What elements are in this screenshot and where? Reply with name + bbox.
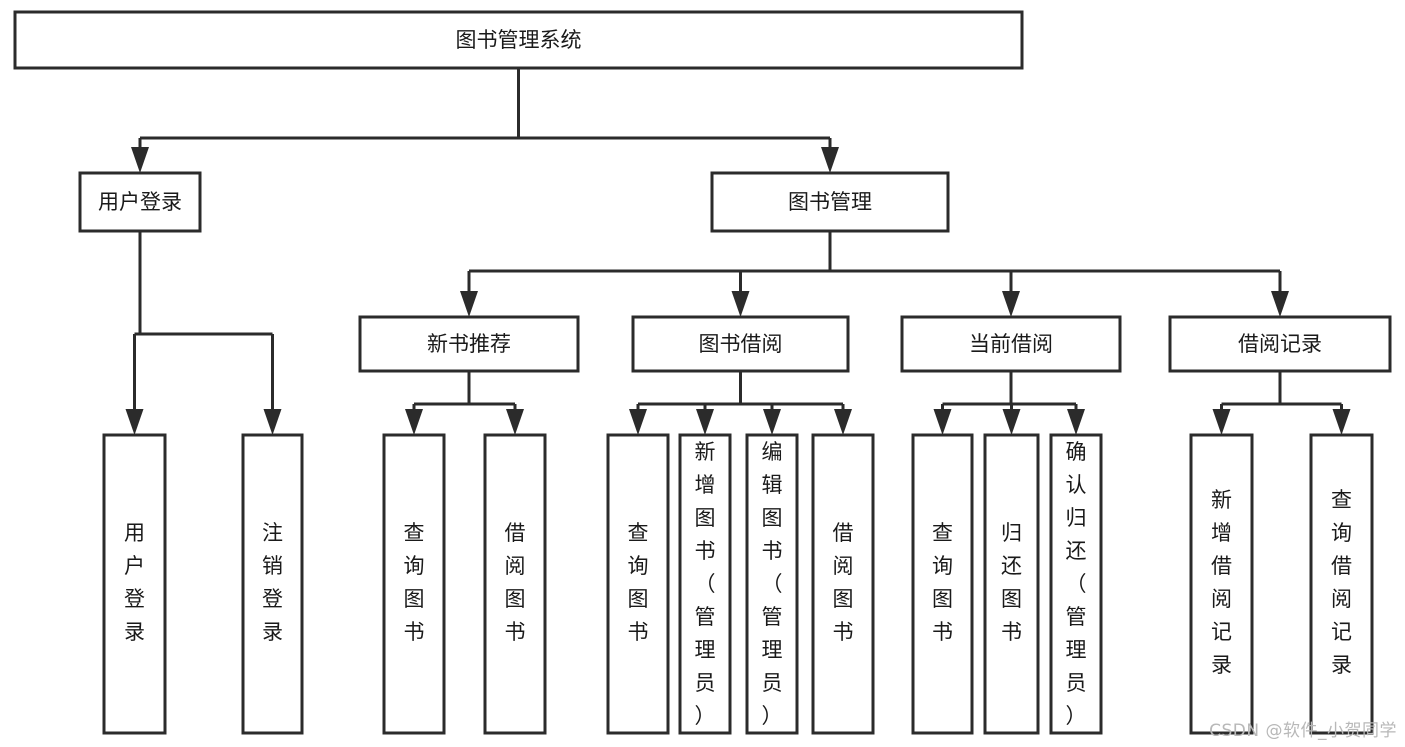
node-label: 确认归还（管理员） (1066, 440, 1087, 728)
arrow-head-icon (629, 409, 647, 435)
node-box (241, 433, 304, 735)
arrow-head-icon (1002, 409, 1021, 435)
node-leaf-query-record[interactable]: 查询借阅记录 (1309, 433, 1374, 735)
node-box (13, 10, 1024, 70)
node-book-borrow[interactable]: 图书借阅 (631, 315, 850, 373)
node-leaf-user-login[interactable]: 用户登录 (102, 433, 167, 735)
node-leaf-query-book-b[interactable]: 查询图书 (606, 433, 670, 735)
arrow-head-icon (460, 291, 478, 317)
node-label: 注销登录 (262, 521, 283, 644)
node-label: 新增图书（管理员） (695, 440, 716, 728)
arrow-head-icon (263, 409, 282, 435)
arrow-head-icon (1212, 409, 1231, 435)
node-box (811, 433, 875, 735)
node-box (483, 433, 547, 735)
node-label: 图书管理系统 (456, 28, 582, 52)
node-leaf-borrow-book-b[interactable]: 借阅图书 (811, 433, 875, 735)
node-label: 借阅记录 (1238, 332, 1322, 356)
node-box (78, 171, 202, 233)
node-box (606, 433, 670, 735)
node-label: 用户登录 (124, 521, 145, 644)
node-box (1168, 315, 1392, 373)
arrow-head-icon (731, 291, 750, 317)
arrow-head-icon (821, 147, 839, 173)
node-current-borrow[interactable]: 当前借阅 (900, 315, 1122, 373)
node-user-login[interactable]: 用户登录 (78, 171, 202, 233)
arrow-head-icon (125, 409, 144, 435)
node-book-manage[interactable]: 图书管理 (710, 171, 950, 233)
node-label: 借阅图书 (833, 521, 854, 644)
node-box (382, 433, 446, 735)
node-label: 当前借阅 (969, 332, 1053, 356)
node-leaf-query-book-c[interactable]: 查询图书 (911, 433, 974, 735)
node-label: 查询借阅记录 (1331, 488, 1352, 677)
node-box (358, 315, 580, 373)
node-label: 新增借阅记录 (1211, 488, 1232, 677)
node-box (745, 433, 799, 735)
arrow-head-icon (1002, 291, 1020, 317)
node-box (678, 433, 732, 735)
node-leaf-query-book-rec[interactable]: 查询图书 (382, 433, 446, 735)
node-box (1049, 433, 1103, 735)
node-label: 查询图书 (628, 521, 649, 644)
arrow-head-icon (834, 409, 852, 435)
arrow-head-icon (1271, 291, 1289, 317)
arrow-head-icon (1332, 409, 1351, 435)
node-root[interactable]: 图书管理系统 (13, 10, 1024, 70)
node-label: 图书管理 (788, 190, 872, 214)
node-label: 查询图书 (404, 521, 425, 644)
node-label: 编辑图书（管理员） (762, 440, 783, 728)
node-box (1189, 433, 1254, 735)
node-leaf-borrow-book-rec[interactable]: 借阅图书 (483, 433, 547, 735)
node-label: 借阅图书 (505, 521, 526, 644)
watermark-text: CSDN @软件_小贺同学 (1209, 721, 1397, 741)
node-leaf-logout[interactable]: 注销登录 (241, 433, 304, 735)
node-label: 归还图书 (1001, 521, 1022, 644)
node-label: 图书借阅 (699, 332, 783, 356)
arrow-head-icon (506, 409, 524, 435)
node-box (983, 433, 1040, 735)
node-box (1309, 433, 1374, 735)
node-leaf-return-book[interactable]: 归还图书 (983, 433, 1040, 735)
node-new-book-rec[interactable]: 新书推荐 (358, 315, 580, 373)
node-box (911, 433, 974, 735)
node-box (102, 433, 167, 735)
arrow-head-icon (763, 409, 781, 435)
node-box (631, 315, 850, 373)
node-box (900, 315, 1122, 373)
node-label: 查询图书 (932, 521, 953, 644)
arrow-head-icon (696, 409, 714, 435)
node-leaf-add-record[interactable]: 新增借阅记录 (1189, 433, 1254, 735)
node-leaf-confirm-return[interactable]: 确认归还（管理员） (1049, 433, 1103, 735)
arrow-head-icon (933, 409, 952, 435)
arrow-head-icon (405, 409, 423, 435)
node-label: 新书推荐 (427, 332, 511, 356)
node-box (710, 171, 950, 233)
node-borrow-record[interactable]: 借阅记录 (1168, 315, 1392, 373)
node-label: 用户登录 (98, 190, 182, 214)
node-leaf-add-book[interactable]: 新增图书（管理员） (678, 433, 732, 735)
arrow-head-icon (1067, 409, 1085, 435)
arrow-head-icon (131, 147, 149, 173)
node-leaf-edit-book[interactable]: 编辑图书（管理员） (745, 433, 799, 735)
